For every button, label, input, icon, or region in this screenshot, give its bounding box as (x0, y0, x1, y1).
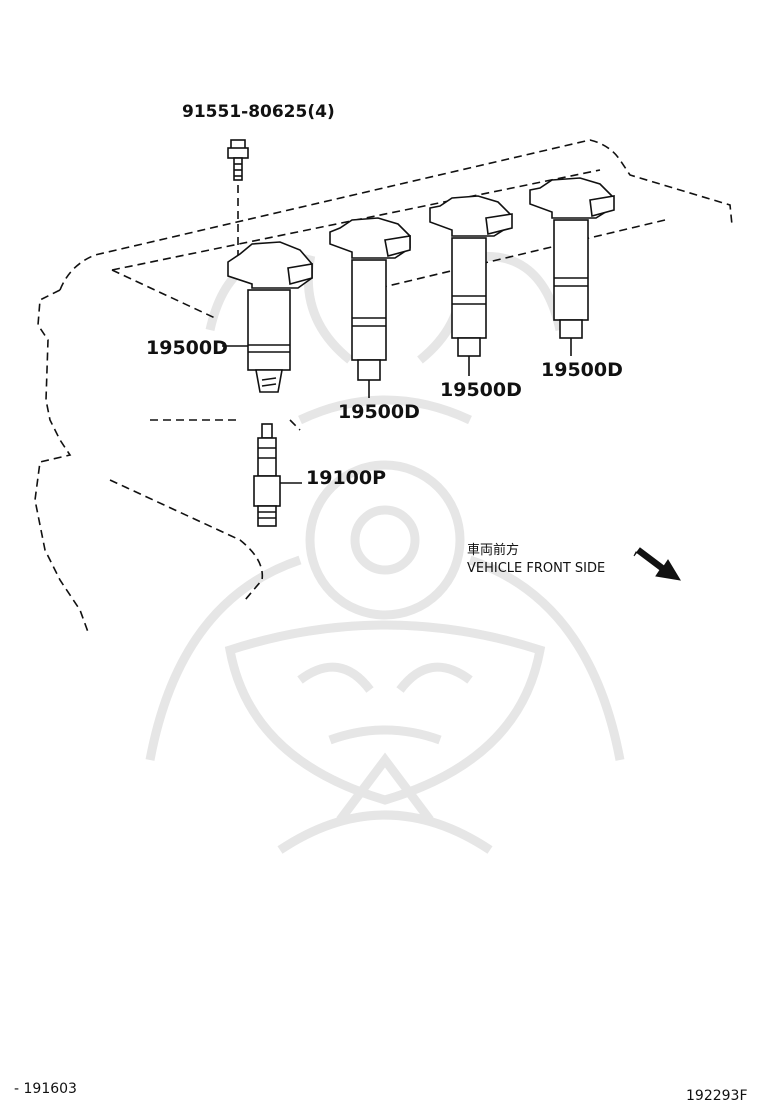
spark-plug-part-number[interactable]: 19100P (306, 467, 386, 489)
bolt-part-number[interactable]: 91551-80625(4) (182, 102, 335, 122)
cylinder-head-cover-outline (34, 139, 733, 633)
direction-note-english: VEHICLE FRONT SIDE (467, 561, 605, 576)
ignition-coil-4[interactable] (529, 177, 615, 339)
ignition-coil-1[interactable] (227, 241, 313, 393)
samurai-helmet-watermark (145, 251, 625, 854)
arrow-down-right-icon (633, 547, 681, 581)
date-code: - 191603 (14, 1081, 77, 1097)
coil-1-part-number[interactable]: 19500D (146, 337, 228, 359)
coil-3-part-number[interactable]: 19500D (440, 379, 522, 401)
spark-plug-part[interactable] (253, 423, 281, 527)
leader-lines (222, 338, 572, 484)
direction-note-japanese: 車両前方 (467, 542, 519, 558)
coil-2-part-number[interactable]: 19500D (338, 401, 420, 423)
bolt-part[interactable] (227, 139, 249, 255)
ignition-coil-3[interactable] (429, 195, 513, 357)
ignition-coil-2[interactable] (329, 217, 411, 381)
coil-4-part-number[interactable]: 19500D (541, 359, 623, 381)
figure-id: 192293F (686, 1088, 748, 1104)
